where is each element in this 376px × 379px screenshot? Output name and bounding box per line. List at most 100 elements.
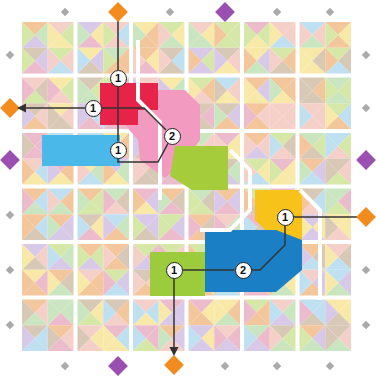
path-connector bbox=[252, 226, 286, 271]
road bbox=[300, 190, 320, 300]
tile-triangle bbox=[214, 48, 227, 74]
callout-number: 1 bbox=[115, 145, 121, 156]
tile-triangle bbox=[189, 325, 202, 351]
orange-marker bbox=[0, 98, 20, 118]
grey-marker bbox=[362, 51, 370, 59]
tile-triangle bbox=[159, 22, 172, 48]
tile-triangle bbox=[300, 48, 313, 74]
purple-marker bbox=[215, 2, 235, 22]
tile-triangle bbox=[300, 300, 313, 326]
white-roads bbox=[138, 40, 320, 300]
arrow-head bbox=[170, 347, 179, 356]
tile-triangle bbox=[103, 22, 116, 48]
tile-triangle bbox=[189, 300, 202, 326]
callout-number: 1 bbox=[115, 73, 121, 84]
callout-circle: 1 bbox=[110, 142, 127, 159]
tile-triangle bbox=[244, 325, 257, 351]
tile-triangle bbox=[159, 300, 172, 326]
tile-triangle bbox=[270, 300, 283, 326]
orange-marker bbox=[164, 355, 184, 375]
tile-triangle bbox=[22, 325, 35, 351]
tile-triangle bbox=[103, 300, 116, 326]
tile-triangle bbox=[214, 103, 227, 129]
tile-triangle bbox=[325, 22, 338, 48]
tile-triangle bbox=[78, 270, 91, 296]
tile-triangle bbox=[300, 133, 313, 159]
tile-triangle bbox=[325, 48, 338, 74]
grey-marker bbox=[6, 266, 14, 274]
grey-marker bbox=[326, 8, 334, 16]
tile-triangle bbox=[244, 133, 257, 159]
tile-triangle bbox=[133, 189, 146, 215]
tile-triangle bbox=[159, 214, 172, 240]
path-line bbox=[24, 107, 85, 109]
tile-triangle bbox=[48, 103, 61, 129]
tile-triangle bbox=[48, 22, 61, 48]
tile-triangle bbox=[22, 189, 35, 215]
path-lines bbox=[24, 16, 362, 348]
purple-marker bbox=[108, 356, 128, 376]
tile-triangle bbox=[325, 325, 338, 351]
callout-number: 1 bbox=[282, 212, 288, 223]
tile-triangle bbox=[78, 48, 91, 74]
purple-marker bbox=[356, 150, 376, 170]
tile-triangle bbox=[189, 48, 202, 74]
tile-triangle bbox=[103, 325, 116, 351]
tile-triangle bbox=[214, 189, 227, 215]
tile-triangle bbox=[270, 48, 283, 74]
tile-triangle bbox=[244, 48, 257, 74]
tile-triangle bbox=[270, 133, 283, 159]
tile-triangle bbox=[48, 48, 61, 74]
tile-triangle bbox=[325, 159, 338, 185]
tile-triangle bbox=[78, 325, 91, 351]
tile-triangle bbox=[78, 300, 91, 326]
tile-triangle bbox=[270, 159, 283, 185]
orange-marker bbox=[108, 2, 128, 22]
tile-triangle bbox=[22, 214, 35, 240]
tile-triangle bbox=[325, 189, 338, 215]
tile-triangle bbox=[300, 22, 313, 48]
tile-triangle bbox=[325, 270, 338, 296]
callout-circle: 2 bbox=[235, 262, 252, 279]
tile-triangle bbox=[22, 159, 35, 185]
tile-triangle bbox=[78, 244, 91, 270]
grey-marker bbox=[273, 362, 281, 370]
tile-triangle bbox=[22, 244, 35, 270]
path-line bbox=[117, 16, 119, 70]
callout-number: 2 bbox=[240, 265, 246, 276]
tile-triangle bbox=[159, 48, 172, 74]
tile-triangle bbox=[48, 189, 61, 215]
callout-circle: 1 bbox=[277, 209, 294, 226]
tile-triangle bbox=[48, 325, 61, 351]
tile-triangle bbox=[214, 300, 227, 326]
grey-marker bbox=[362, 321, 370, 329]
green-region bbox=[150, 252, 205, 296]
callout-circle: 1 bbox=[85, 100, 102, 117]
grey-marker bbox=[362, 104, 370, 112]
tile-triangle bbox=[300, 325, 313, 351]
tile-triangle bbox=[22, 78, 35, 104]
tile-triangle bbox=[103, 189, 116, 215]
tile-triangle bbox=[78, 22, 91, 48]
tile-triangle bbox=[214, 22, 227, 48]
tile-triangle bbox=[22, 133, 35, 159]
callout-number: 1 bbox=[90, 103, 96, 114]
callout-number: 1 bbox=[171, 265, 177, 276]
tile-triangle bbox=[133, 325, 146, 351]
grey-marker bbox=[166, 8, 174, 16]
tile-triangle bbox=[22, 300, 35, 326]
tile-triangle bbox=[103, 270, 116, 296]
tile-triangle bbox=[325, 103, 338, 129]
grey-marker bbox=[6, 51, 14, 59]
callout-circle: 1 bbox=[166, 262, 183, 279]
tile-triangle bbox=[244, 300, 257, 326]
path-line bbox=[293, 216, 362, 218]
green-region bbox=[170, 146, 228, 190]
callout-circle: 1 bbox=[110, 70, 127, 87]
placed-regions bbox=[42, 83, 302, 296]
grey-marker bbox=[6, 211, 14, 219]
tile-triangle bbox=[270, 325, 283, 351]
tile-triangle bbox=[48, 300, 61, 326]
